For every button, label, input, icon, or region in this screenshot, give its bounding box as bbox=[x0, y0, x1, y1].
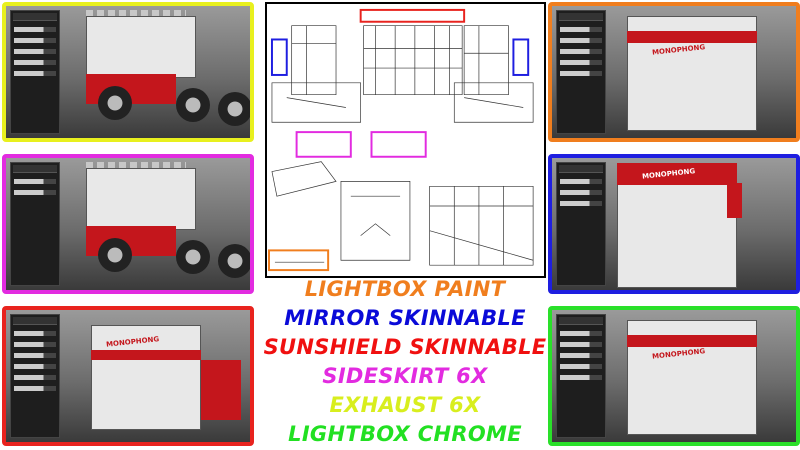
label-lightbox-chrome: LIGHTBOX CHROME bbox=[288, 422, 522, 446]
accessory-panel bbox=[556, 10, 606, 134]
toolbar bbox=[86, 162, 186, 170]
screenshot-sunshield: MONOPHONG bbox=[2, 306, 254, 446]
screenshot-mirror: MONOPHONG bbox=[548, 154, 800, 294]
label-exhaust: EXHAUST 6X bbox=[329, 393, 481, 417]
label-sunshield-skinnable: SUNSHIELD SKINNABLE bbox=[263, 335, 547, 359]
sunshield-highlight bbox=[359, 8, 466, 23]
skin-template-diagram bbox=[265, 2, 546, 278]
screenshot-sideskirt bbox=[2, 154, 254, 294]
label-sideskirt: SIDESKIRT 6X bbox=[322, 364, 488, 388]
accessory-panel bbox=[10, 10, 60, 134]
screenshot-lightbox-paint: MONOPHONG bbox=[548, 2, 800, 142]
mirror-highlight-left bbox=[270, 38, 288, 76]
screenshot-exhaust bbox=[2, 2, 254, 142]
sideskirt-highlight-left bbox=[295, 131, 352, 158]
accessory-panel bbox=[10, 162, 60, 286]
accessory-panel bbox=[556, 314, 606, 438]
screenshot-lightbox-chrome: MONOPHONG bbox=[548, 306, 800, 446]
sideskirt-highlight-right bbox=[370, 131, 427, 158]
label-lightbox-paint: LIGHTBOX PAINT bbox=[304, 277, 506, 301]
mirror-highlight-right bbox=[512, 38, 530, 76]
toolbar bbox=[86, 10, 186, 18]
label-mirror-skinnable: MIRROR SKINNABLE bbox=[284, 306, 526, 330]
lightbox-highlight bbox=[268, 249, 330, 272]
accessory-panel bbox=[10, 314, 60, 438]
accessory-panel bbox=[556, 162, 606, 286]
